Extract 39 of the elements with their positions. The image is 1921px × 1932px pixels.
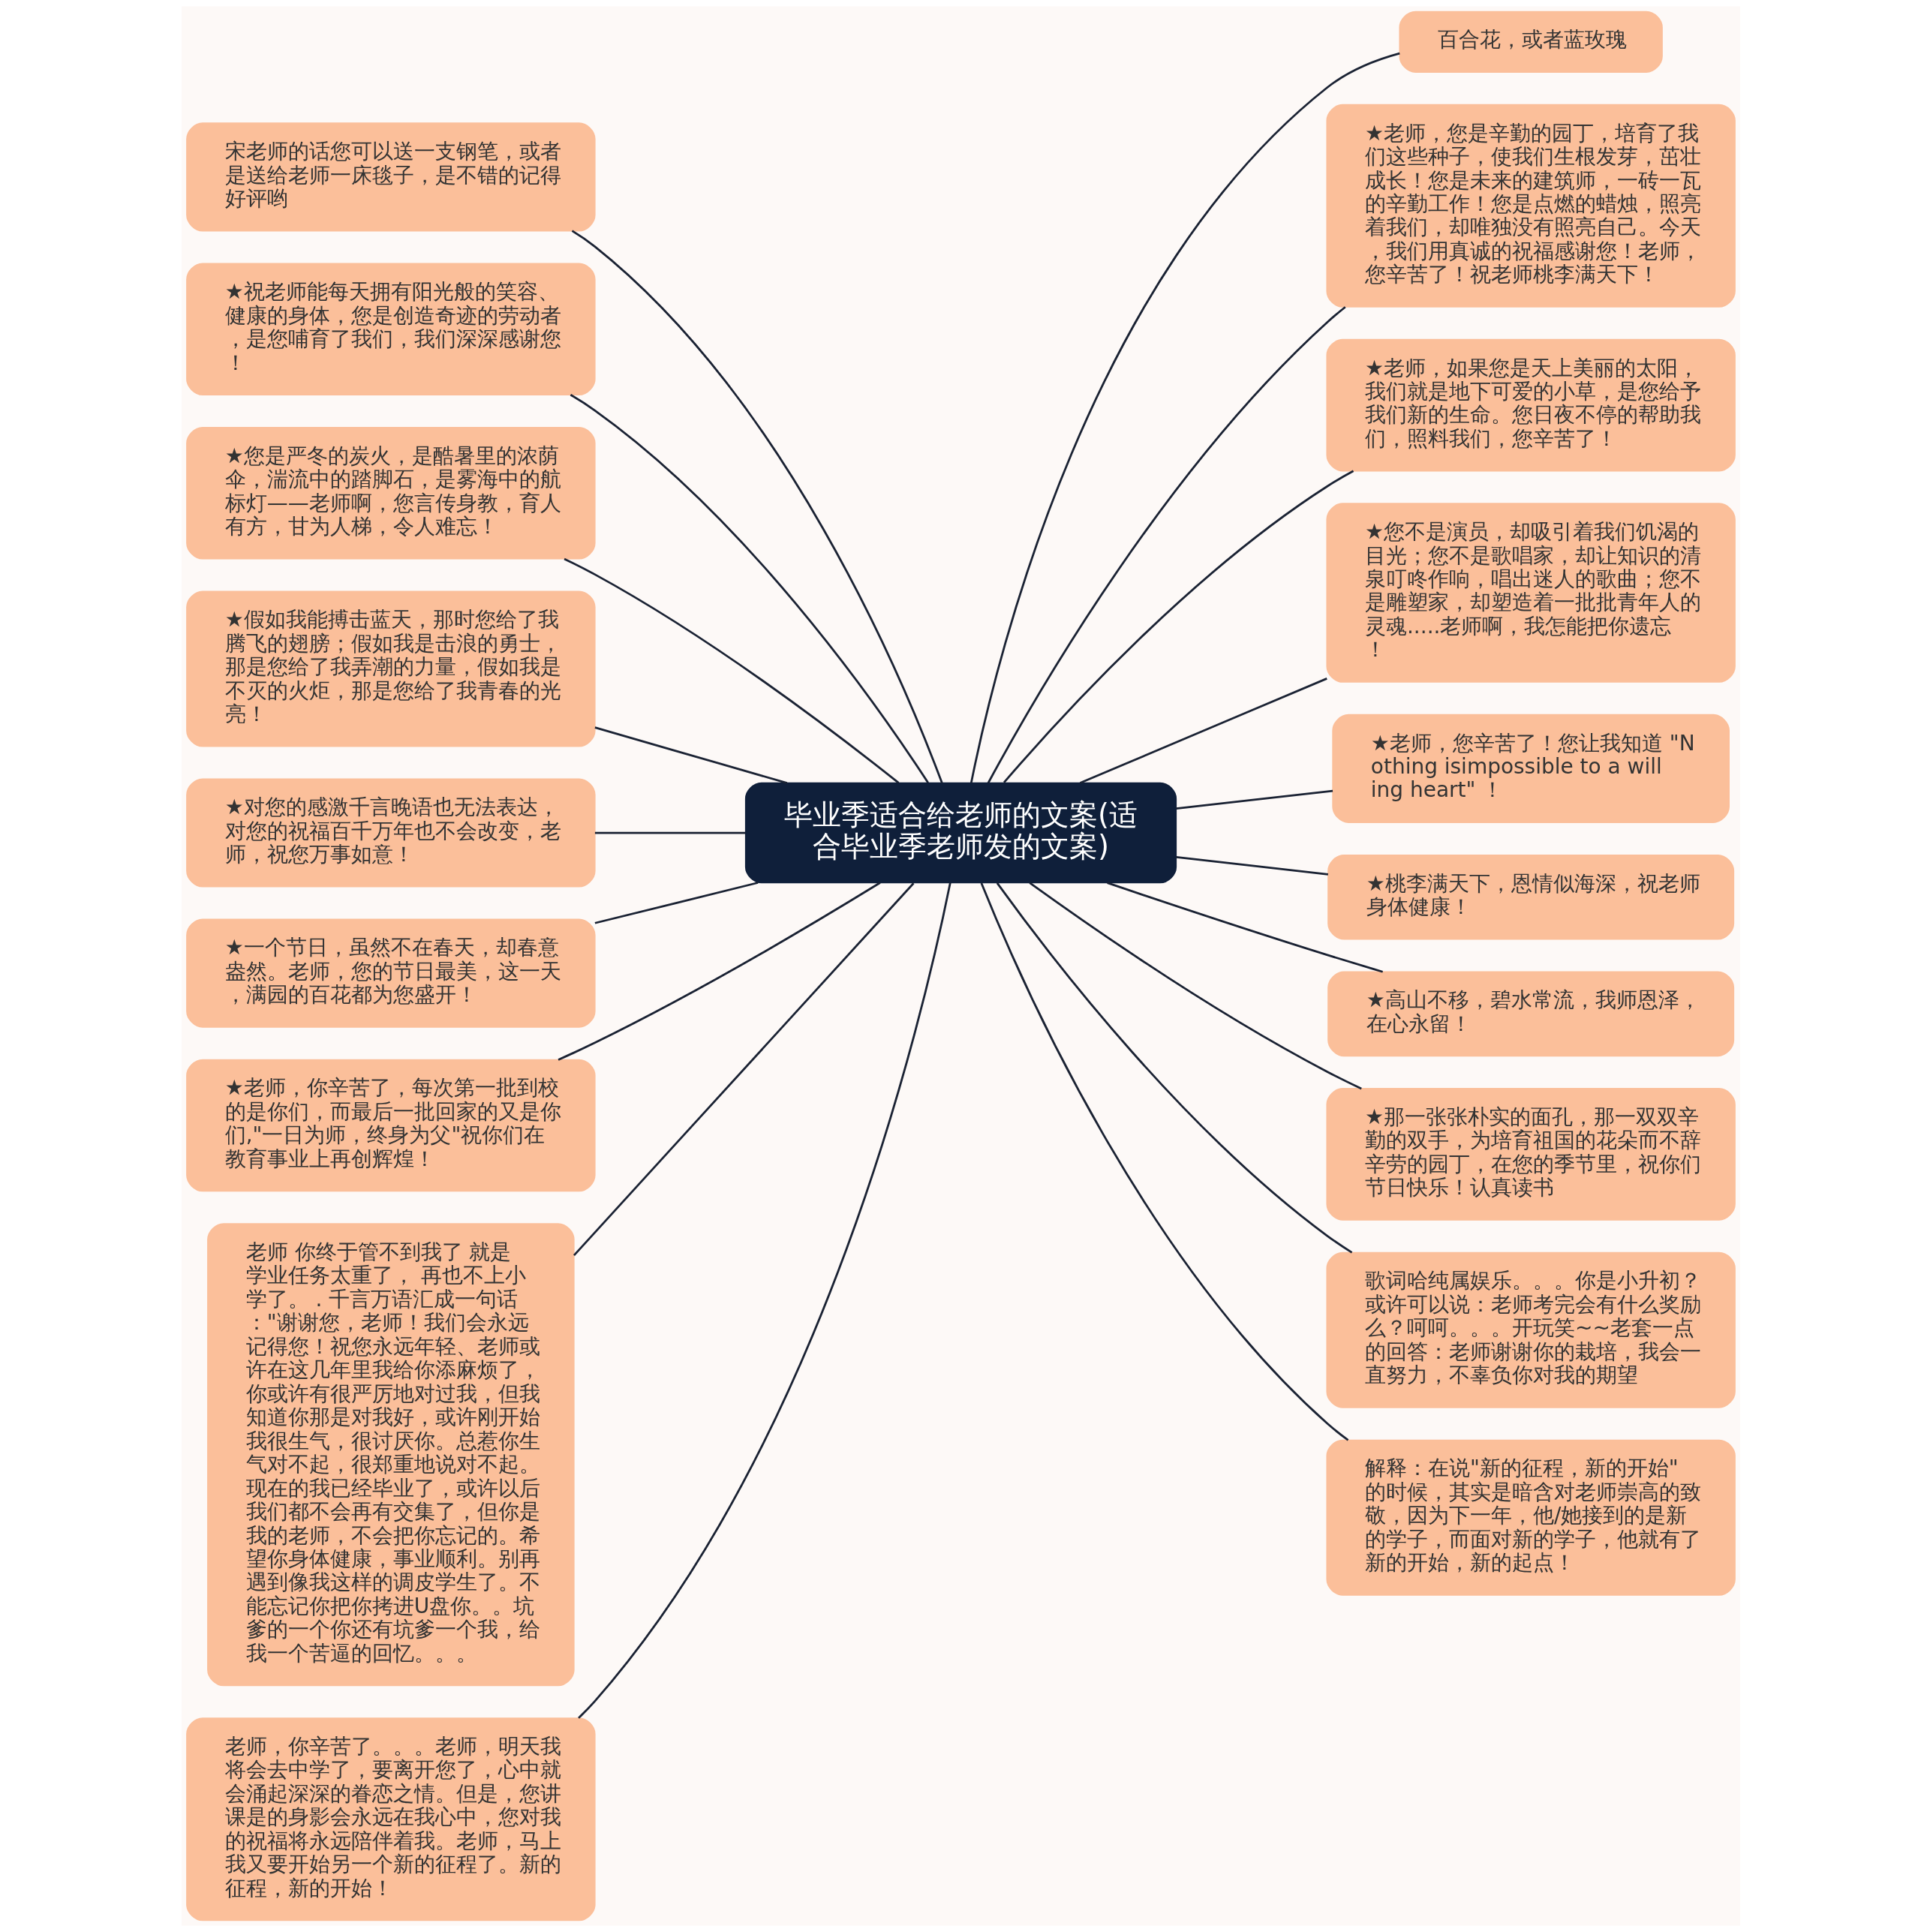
node-box: 百合花，或者蓝玫瑰 [1398,11,1663,73]
connector [594,882,758,924]
node-box: 毕业季适合给老师的文案(适合毕业季老师发的文案) [744,782,1177,884]
node-box: ★老师，如果您是天上美丽的太阳，我们就是地下可爱的小草，是您给予我们新的生命。您日夜不停的帮助我们，照料我们，您辛苦了！ [1325,338,1736,472]
connector [1106,882,1383,973]
node-box: ★老师，你辛苦了，每次第一批到校的是你们，而最后一批回家的又是你们,"一日为师，终身为父"祝你们在教育事业上再创辉煌！ [185,1059,596,1192]
connector [970,52,1400,783]
node-box: ★您不是演员，却吸引着我们饥渴的目光；您不是歌唱家，却让知识的清泉叮咚作响，唱出迷人的歌曲；您不是雕塑家，却塑造着一批批青年人的灵魂.....老师啊，我怎能把你遗忘！ [1325,503,1736,683]
connector [1175,789,1333,810]
node-box: ★桃李满天下，恩情似海深，祝老师身体健康！ [1327,854,1734,940]
connector [987,306,1346,784]
node-box: 解释：在说"新的征程，新的开始"的时候，其实是暗含对老师崇高的致敬，因为下一年，他/她接到的是新的学子，而面对新的学子，他就有了新的开始，新的起点！ [1325,1439,1736,1596]
node-box: 歌词哈纯属娱乐。。。你是小升初？或许可以说：老师考完会有什么奖励么？呵呵。。。开玩笑~~老套一点的回答：老师谢谢你的栽培，我会一直努力，不辜负你对我的期望 [1325,1251,1736,1408]
node-box: 老师 你终于管不到我了 就是学业任务太重了， 再也不上小学了。 . 千言万语汇成一句话："谢谢您，老师！我们会永远记得您！祝您永远年轻、老师或许在这几年里我给你添麻烦了，你或许有很严厉地对过我，但我知道你那是对我好，或许刚开始我很生气，很讨厌你。总惹你生气对不起，很郑重地说对不起。现在的我已经毕业了，或许以后我们都不会再有交集了，但你是我的老师，不会把你忘记的。希望你身体健康，事业顺利。别再遇到像我这样的调皮学生了。不能忘记你把你拷进U盘你。。坑爹的一个你还有坑爹一个我，给我一个苦逼的回忆。。。 [206,1223,575,1687]
node-box: 宋老师的话您可以送一支钢笔，或者是送给老师一床毯子，是不错的记得好评哟 [185,122,596,232]
connector [980,882,1348,1441]
connector [594,726,787,784]
connector [1028,882,1362,1090]
connector [1003,470,1354,783]
connector [563,557,899,784]
connector [573,882,914,1257]
connector [1079,678,1327,784]
connector [996,882,1352,1254]
node-box: ★老师，您是辛勤的园丁，培育了我们这些种子，使我们生根发芽，茁壮成长！您是未来的建筑师，一砖一瓦的辛勤工作！您是点燃的蜡烛，照亮着我们，却唯独没有照亮自己。今天，我们用真诚的祝福感谢您！老师，您辛苦了！祝老师桃李满天下！ [1325,104,1736,308]
node-box: ★一个节日，虽然不在春天，却春意盎然。老师，您的节日最美，这一天，满园的百花都为您盛开！ [185,918,596,1028]
node-box: ★高山不移，碧水常流，我师恩泽，在心永留！ [1327,971,1734,1057]
connector [594,831,745,834]
node-box: ★那一张张朴实的面孔，那一双双辛勤的双手，为培育祖国的花朵而不辞辛劳的园丁，在您的季节里，祝你们节日快乐！认真读书 [1325,1088,1736,1221]
connector [577,882,951,1719]
node-box: ★对您的感激千言晚语也无法表达，对您的祝福百千万年也不会改变，老师，祝您万事如意！ [185,778,596,888]
connector [570,394,929,783]
node-box: 老师，你辛苦了。。。老师，明天我将会去中学了，要离开您了，心中就会涌起深深的眷恋之情。但是，您讲课是的身影会永远在我心中，您对我的祝福将永远陪伴着我。老师，马上我又要开始另一个新的征程了。新的征程，新的开始！ [185,1717,596,1921]
connector [1175,855,1328,876]
node-box: ★您是严冬的炭火，是酷暑里的浓荫伞，湍流中的踏脚石，是雾海中的航标灯——老师啊，您言传身教，育人有方，甘为人梯，令人难忘！ [185,426,596,560]
connector [571,230,943,783]
node-box: ★祝老师能每天拥有阳光般的笑容、健康的身体，您是创造奇迹的劳动者，是您哺育了我们，我们深深感谢您！ [185,263,596,395]
node-box: ★假如我能搏击蓝天，那时您给了我腾飞的翅膀；假如我是击浪的勇士，那是您给了我弄潮的力量，假如我是不灭的火炬，那是您给了我青春的光亮！ [185,590,596,747]
connector [558,882,881,1061]
node-box: ★老师，您辛苦了！您让我知道 "Nothing isimpossible to a willing heart" ！ [1331,714,1730,823]
